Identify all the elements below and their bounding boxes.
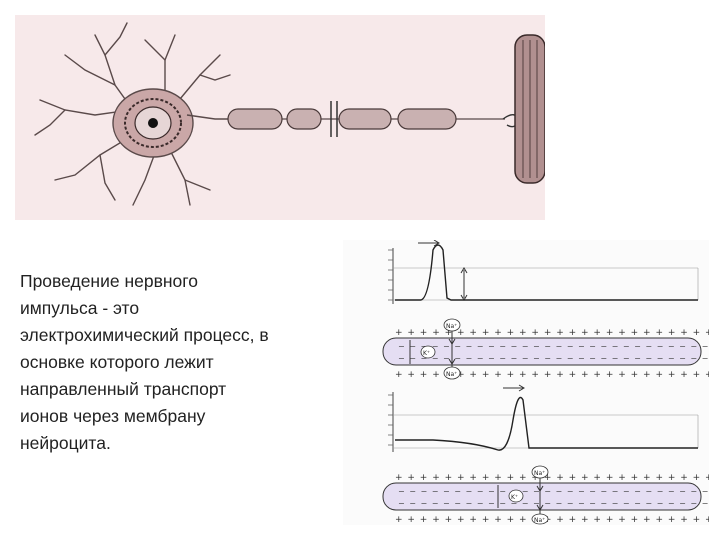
impulse-diagram-panel: + + + + + + + + + + + + + + + + + + + + …	[343, 239, 720, 525]
axon-tube	[382, 337, 702, 366]
charge-row-top: + + + + + + + + + + + + + + + + + + + + …	[395, 328, 709, 338]
dendrite	[99, 154, 116, 201]
dendrite	[184, 179, 211, 191]
dendrite	[164, 34, 176, 96]
neuron-illustration	[34, 22, 546, 206]
charge-row-bottom: + + + + + + + + + + + + + + + + + + + + …	[395, 370, 709, 380]
bottom-trace-graph	[388, 384, 699, 452]
top-axon-segment: + + + + + + + + + + + + + + + + + + + + …	[382, 318, 720, 380]
dendrite	[144, 39, 166, 61]
axon-tube	[382, 482, 702, 511]
potassium-label: K⁺	[511, 494, 518, 501]
nucleolus	[148, 118, 158, 128]
neuron-illustration-panel	[15, 15, 546, 220]
caption-text: Проведение нервного импульса - это элект…	[20, 271, 269, 453]
dendrite	[169, 149, 191, 206]
svg-text:− − − − − − − − − − − − − − −: − − − − − − − − − − − − − − − − − − − − …	[398, 354, 709, 363]
sodium-label: Na⁺	[534, 470, 545, 477]
svg-text:− − − − − − − − − − − − − − −: − − − − − − − − − − − − − − − − − − − − …	[398, 342, 709, 351]
axon-hillock	[186, 114, 230, 120]
sodium-label: Na⁺	[446, 323, 457, 330]
bottom-axon-segment: + + + + + + + + + + + + + + + + + + + + …	[382, 465, 720, 525]
myelin-segment	[338, 108, 392, 130]
potassium-label: K⁺	[423, 350, 430, 357]
myelin-segment	[227, 108, 283, 130]
sodium-label: Na⁺	[534, 517, 545, 524]
charge-row-top: + + + + + + + + + + + + + + + + + + + + …	[395, 473, 709, 483]
svg-text:− − − − − − − − − − − − − − −: − − − − − − − − − − − − − − − − − − − − …	[398, 487, 709, 496]
dendrite	[199, 74, 231, 81]
action-potential-curve	[395, 396, 698, 451]
dendrite	[54, 134, 134, 181]
action-potential-curve	[395, 244, 698, 301]
potassium-ion-bottom	[508, 489, 524, 503]
myelin-segment	[397, 108, 457, 130]
dendrite	[34, 109, 66, 136]
impulse-diagram: + + + + + + + + + + + + + + + + + + + + …	[382, 239, 720, 525]
dendrite	[132, 152, 156, 206]
sodium-label: Na⁺	[446, 371, 457, 378]
top-trace-graph	[388, 239, 699, 304]
svg-text:− − − − − − − − − − − − − − −: − − − − − − − − − − − − − − − − − − − − …	[398, 499, 709, 508]
charge-row-bottom: + + + + + + + + + + + + + + + + + + + + …	[395, 515, 709, 525]
dendrite	[104, 22, 128, 56]
dendrite	[39, 99, 131, 116]
myelin-segment	[286, 108, 322, 130]
dendrite	[64, 54, 116, 86]
potassium-ion-top	[420, 345, 436, 359]
